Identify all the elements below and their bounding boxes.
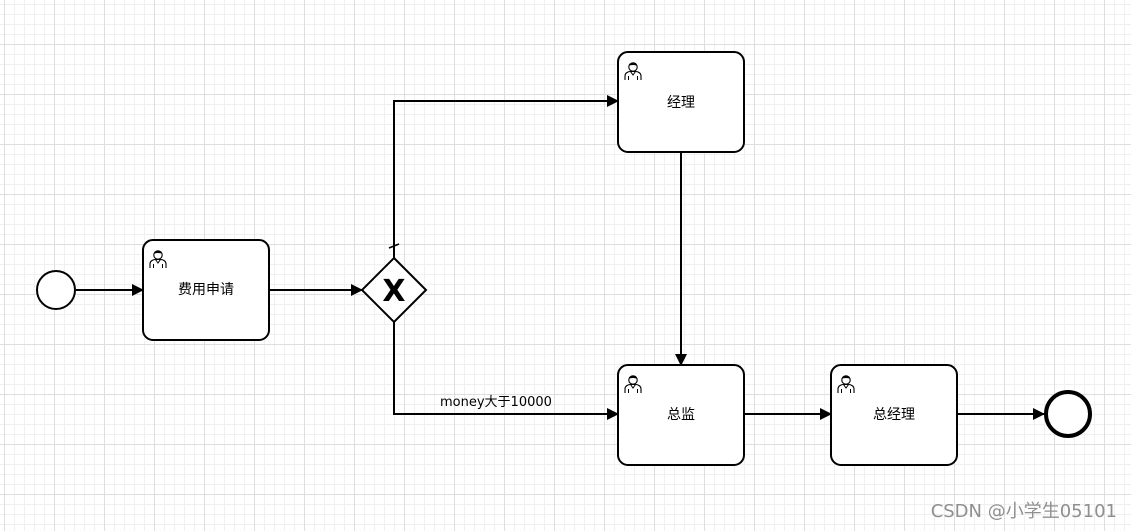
default-flow-marker xyxy=(388,243,400,249)
end-event[interactable] xyxy=(1044,390,1092,438)
task-label: 费用申请 xyxy=(178,282,234,298)
task-manager[interactable]: 经理 xyxy=(617,51,745,153)
user-icon xyxy=(835,372,857,394)
user-icon xyxy=(622,372,644,394)
user-icon xyxy=(147,247,169,269)
flow-condition-label: money大于10000 xyxy=(440,395,552,410)
task-director[interactable]: 总监 xyxy=(617,364,745,466)
task-general-manager[interactable]: 总经理 xyxy=(830,364,958,466)
task-label: 总经理 xyxy=(873,407,915,423)
flow-gateway-to-director[interactable] xyxy=(393,322,619,420)
exclusive-gateway[interactable]: X xyxy=(360,256,428,324)
task-apply[interactable]: 费用申请 xyxy=(142,239,270,341)
flow-gateway-to-manager[interactable] xyxy=(393,95,619,258)
user-icon xyxy=(622,59,644,81)
watermark: CSDN @小学生05101 xyxy=(930,501,1117,522)
task-label: 总监 xyxy=(667,407,695,423)
task-label: 经理 xyxy=(667,95,695,111)
gateway-x-icon: X xyxy=(382,274,405,309)
start-event[interactable] xyxy=(36,270,76,310)
